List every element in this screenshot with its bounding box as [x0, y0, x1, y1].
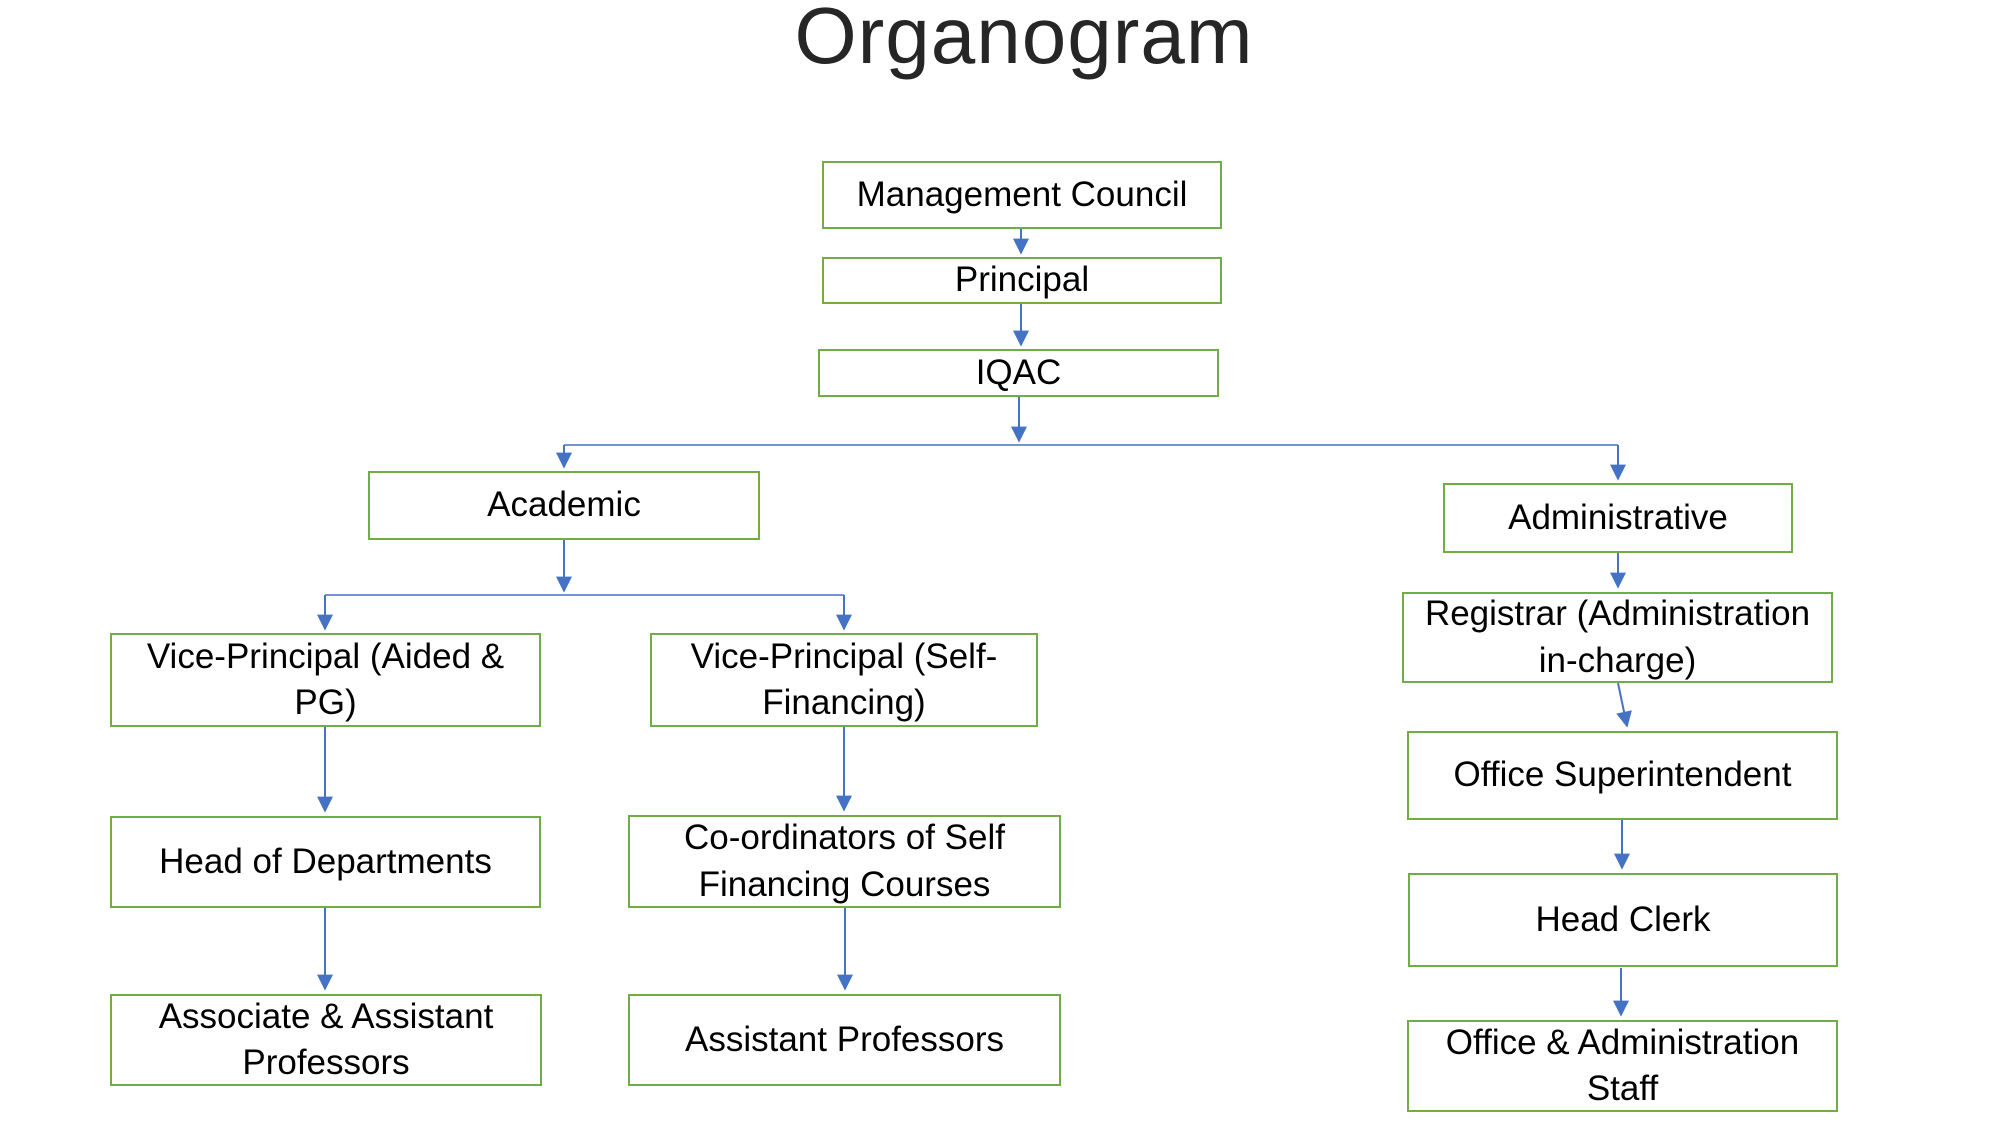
node-label: Office & Administration Staff [1445, 1022, 1800, 1108]
node-vp-self-financing: Vice-Principal (Self- Financing) [650, 633, 1038, 727]
node-label: Registrar (Administration in-charge) [1424, 594, 1811, 680]
node-label: Office Superintendent [1453, 755, 1792, 795]
node-office-superintendent: Office Superintendent [1407, 731, 1838, 820]
node-office-admin-staff: Office & Administration Staff [1407, 1020, 1838, 1112]
node-associate-assistant-professors: Associate & Assistant Professors [110, 994, 542, 1086]
node-label: Co-ordinators of Self Financing Courses [684, 818, 1005, 904]
node-assistant-professors: Assistant Professors [628, 994, 1061, 1086]
node-iqac: IQAC [818, 349, 1219, 397]
node-label: Vice-Principal (Aided & PG) [146, 636, 505, 722]
node-coordinators-self-financing: Co-ordinators of Self Financing Courses [628, 815, 1061, 908]
node-head-of-departments: Head of Departments [110, 816, 541, 908]
node-label: IQAC [975, 352, 1062, 392]
node-administrative: Administrative [1443, 483, 1793, 553]
node-label: Administrative [1508, 497, 1728, 537]
node-vp-aided-pg: Vice-Principal (Aided & PG) [110, 633, 541, 727]
node-label: Vice-Principal (Self- Financing) [690, 636, 998, 722]
node-label: Head of Departments [159, 841, 492, 881]
page-title: Organogram [794, 0, 1254, 80]
node-academic: Academic [368, 471, 760, 540]
node-label: Academic [487, 485, 641, 525]
node-label: Associate & Assistant Professors [158, 996, 494, 1082]
node-label: Assistant Professors [685, 1019, 1004, 1059]
node-principal: Principal [822, 257, 1222, 304]
node-label: Principal [954, 260, 1090, 300]
node-label: Management Council [856, 174, 1188, 214]
connector-registrar-office-superintendent [1616, 682, 1632, 728]
node-management-council: Management Council [822, 161, 1222, 229]
node-head-clerk: Head Clerk [1408, 873, 1838, 967]
node-label: Head Clerk [1535, 899, 1711, 939]
node-registrar: Registrar (Administration in-charge) [1402, 592, 1833, 683]
